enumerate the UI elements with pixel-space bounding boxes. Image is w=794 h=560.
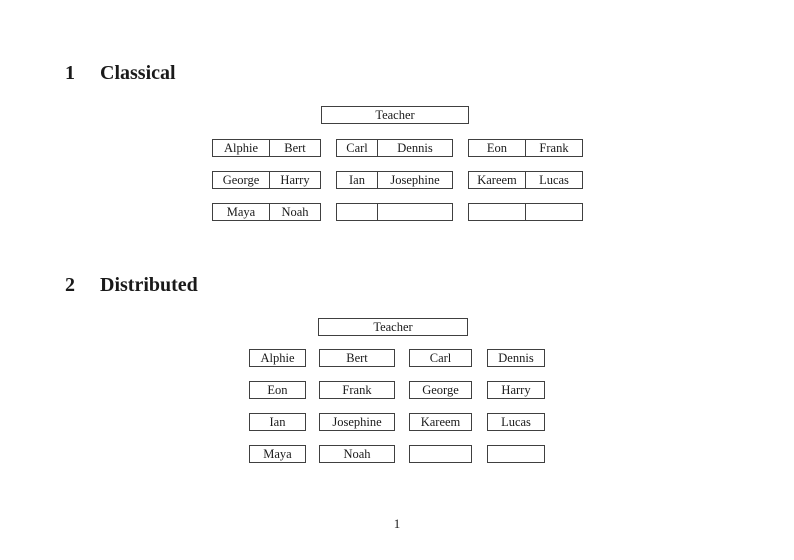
seat-carl: Carl [337, 140, 378, 156]
seat-empty [337, 204, 378, 220]
seat-alphie: Alphie [260, 350, 295, 365]
section-number: 2 [65, 274, 75, 296]
desk-single: Lucas [487, 413, 545, 431]
seat-harry: Harry [280, 172, 310, 187]
desk-pair: Alphie Bert [212, 139, 321, 157]
desk-single: Eon [249, 381, 306, 399]
seat-alphie: Alphie [213, 140, 270, 156]
seat-maya: Maya [213, 204, 270, 220]
seat-ian: Ian [337, 172, 378, 188]
section-heading-classical: 1 Classical [0, 60, 794, 86]
desk-single: George [409, 381, 472, 399]
seat-frank: Frank [539, 140, 569, 155]
section-number: 1 [65, 62, 75, 84]
desk-single: Maya [249, 445, 306, 463]
teacher-box: Teacher [318, 318, 468, 336]
page-number: 1 [393, 516, 401, 531]
desk-single: Carl [409, 349, 472, 367]
seat-josephine: Josephine [332, 414, 382, 429]
desk-single: Bert [319, 349, 395, 367]
seat-noah: Noah [343, 446, 371, 461]
desk-single: Harry [487, 381, 545, 399]
seat-eon: Eon [469, 140, 526, 156]
seat-frank: Frank [342, 382, 372, 397]
seat-lucas: Lucas [539, 172, 569, 187]
desk-single: Kareem [409, 413, 472, 431]
seat-carl: Carl [429, 350, 452, 365]
teacher-box: Teacher [321, 106, 469, 124]
desk-pair: Kareem Lucas [468, 171, 583, 189]
seat-bert: Bert [346, 350, 368, 365]
seat-empty [469, 204, 526, 220]
seat-kareem: Kareem [420, 414, 461, 429]
seat-maya: Maya [263, 446, 292, 461]
seat-lucas: Lucas [501, 414, 531, 429]
seat-bert: Bert [284, 140, 306, 155]
desk-single: Frank [319, 381, 395, 399]
seat-dennis: Dennis [397, 140, 433, 155]
desk-pair [468, 203, 583, 221]
seat-empty [410, 446, 471, 462]
desk-pair: George Harry [212, 171, 321, 189]
desk-single: Ian [249, 413, 306, 431]
desk-pair: Carl Dennis [336, 139, 453, 157]
section-title: Classical [100, 62, 176, 84]
seat-kareem: Kareem [469, 172, 526, 188]
seat-dennis: Dennis [498, 350, 534, 365]
seat-george: George [213, 172, 270, 188]
desk-pair [336, 203, 453, 221]
seat-noah: Noah [281, 204, 309, 219]
desk-single [487, 445, 545, 463]
desk-single [409, 445, 472, 463]
desk-single: Noah [319, 445, 395, 463]
seat-george: George [422, 382, 459, 397]
seat-josephine: Josephine [390, 172, 440, 187]
seat-eon: Eon [267, 382, 288, 397]
seat-harry: Harry [501, 382, 531, 397]
desk-pair: Maya Noah [212, 203, 321, 221]
desk-pair: Eon Frank [468, 139, 583, 157]
seat-empty [378, 204, 452, 220]
section-title: Distributed [100, 274, 198, 296]
seat-empty [526, 204, 582, 220]
seat-empty [488, 446, 544, 462]
desk-single: Dennis [487, 349, 545, 367]
section-heading-distributed: 2 Distributed [0, 272, 794, 298]
desk-single: Alphie [249, 349, 306, 367]
desk-single: Josephine [319, 413, 395, 431]
desk-pair: Ian Josephine [336, 171, 453, 189]
seat-ian: Ian [269, 414, 286, 429]
